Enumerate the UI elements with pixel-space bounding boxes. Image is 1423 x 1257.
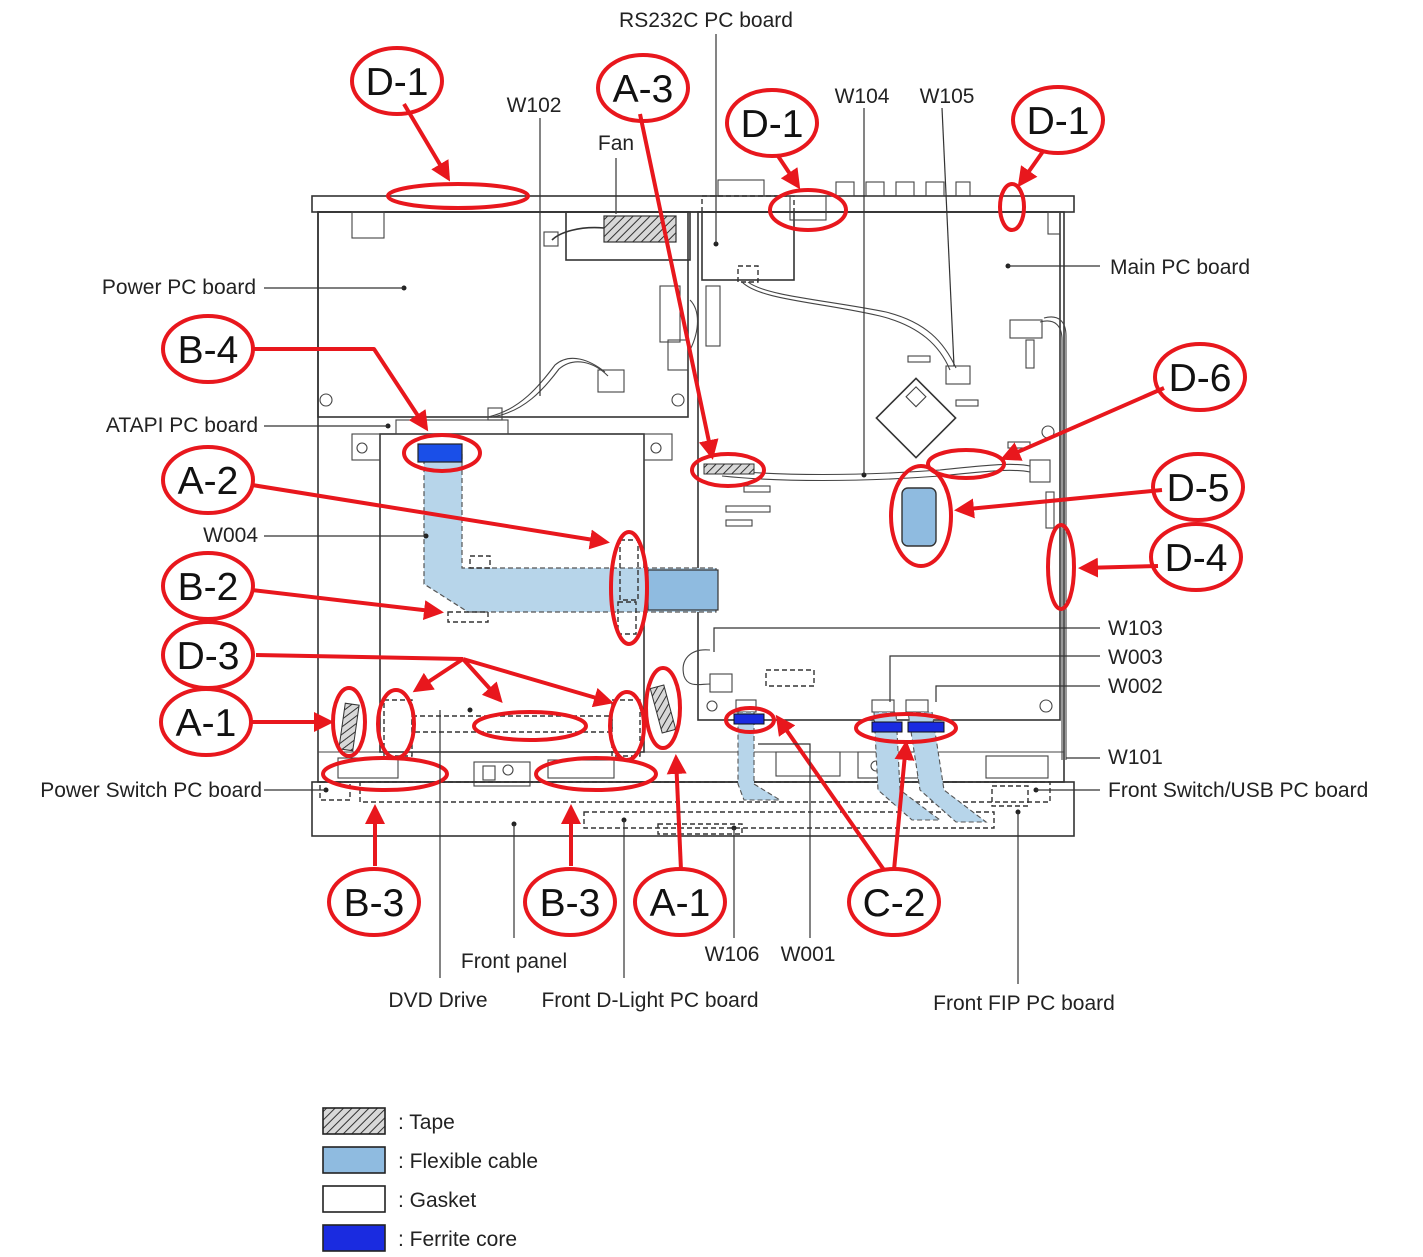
tag-d3: D-3 [161,620,255,690]
label-power-pc: Power PC board [102,276,256,299]
ring-d1-mid [768,188,848,232]
w002-ferrite [907,721,945,733]
svg-text:A-2: A-2 [178,460,239,503]
svg-text:D-1: D-1 [1027,100,1090,143]
svg-text:D-5: D-5 [1167,467,1230,510]
tag-d5: D-5 [1151,452,1245,522]
label-w001: W001 [781,943,836,966]
label-w102: W102 [507,94,562,117]
d5-flex-cable [901,487,937,547]
svg-text:: Flexible cable: : Flexible cable [398,1150,538,1173]
ring-b3-mid [534,756,658,792]
ring-b3-left [321,756,449,792]
ring-d1-left [386,182,530,210]
rs232c-pc-board [701,195,827,283]
w001-ferrite [733,713,765,725]
tag-d1-mid: D-1 [725,88,819,158]
label-w003: W003 [1108,646,1163,669]
ring-d3-c [608,690,646,762]
rear-panel [311,195,1075,213]
a1-tape-left [338,702,360,752]
legend-gasket: : Gasket [322,1185,476,1213]
svg-text:D-3: D-3 [177,635,240,678]
a1-tape-right [649,684,677,734]
text-labels: RS232C PC board W102 Fan W104 W105 Main … [40,9,1368,1015]
front-boards [319,711,1051,835]
label-dvd-drive: DVD Drive [388,989,487,1012]
svg-text:A-1: A-1 [176,702,237,745]
ring-d5 [889,464,953,568]
tag-a2: A-2 [161,445,255,515]
w003-ferrite [871,721,903,733]
tag-a3: A-3 [596,53,690,123]
w004-flex-cable [423,451,717,613]
svg-text:: Gasket: : Gasket [398,1189,476,1212]
svg-text:A-1: A-1 [650,882,711,925]
label-power-switch-pc: Power Switch PC board [40,779,262,802]
label-atapi-pc: ATAPI PC board [106,414,258,437]
callout-arrows [251,102,1165,872]
leader-lines [264,34,1100,984]
label-front-panel: Front panel [461,950,567,973]
tag-a1-bottom: A-1 [633,867,727,937]
tag-b3-left: B-3 [327,867,421,937]
label-rs232c: RS232C PC board [619,9,793,32]
label-w002: W002 [1108,675,1163,698]
tag-d6: D-6 [1153,342,1247,412]
label-fan: Fan [598,132,634,155]
svg-text:: Ferrite core: : Ferrite core [398,1228,517,1251]
svg-text:D-6: D-6 [1169,357,1232,400]
ring-d1-right [998,182,1026,232]
w001-flex-cable [737,711,782,801]
label-w004: W004 [203,524,258,547]
legend-flexible-cable: : Flexible cable [322,1146,538,1174]
svg-text:B-3: B-3 [344,882,405,925]
power-pc-board [317,211,689,421]
svg-text:: Tape: : Tape [398,1111,455,1134]
ring-a3 [690,452,766,488]
tag-b3-mid: B-3 [523,867,617,937]
label-main-pc: Main PC board [1110,256,1250,279]
tag-b2: B-2 [161,551,255,621]
svg-text:A-3: A-3 [613,68,674,111]
ring-b4 [402,433,482,473]
ring-d4 [1046,523,1076,611]
callout-ellipses [321,182,1076,792]
ring-d3-b [472,710,588,742]
label-front-switch-usb: Front Switch/USB PC board [1108,779,1368,802]
label-w104: W104 [835,85,890,108]
svg-text:D-1: D-1 [366,61,429,104]
ring-a1-right [644,666,682,750]
label-w101: W101 [1108,746,1163,769]
tag-d4: D-4 [1149,522,1243,592]
tag-a1-left: A-1 [159,687,253,757]
label-front-fip: Front FIP PC board [933,992,1115,1015]
legend-tape: : Tape [322,1107,455,1135]
svg-text:B-2: B-2 [178,566,239,609]
svg-text:C-2: C-2 [863,882,926,925]
w003-flex-cable [873,711,942,821]
main-tape-a3 [703,463,755,475]
label-w105: W105 [920,85,975,108]
callout-tags: D-1 A-3 D-1 D-1 B-4 D-6 A-2 D-5 [159,46,1247,937]
svg-text:D-1: D-1 [741,103,804,146]
label-w106: W106 [705,943,760,966]
ring-d6 [926,448,1006,480]
tag-d1-left: D-1 [350,46,444,116]
label-front-dlight: Front D-Light PC board [541,989,758,1012]
tag-d1-right: D-1 [1011,85,1105,155]
ring-a2 [609,530,649,646]
legend-ferrite-core: : Ferrite core [322,1224,517,1252]
legend: : Tape : Flexible cable : Gasket : Ferri… [322,1107,538,1252]
ring-c2-a [724,706,776,734]
label-w103: W103 [1108,617,1163,640]
svg-text:D-4: D-4 [1165,537,1228,580]
svg-text:B-3: B-3 [540,882,601,925]
atapi-dvd [338,419,719,757]
svg-text:B-4: B-4 [178,329,239,372]
tag-b4: B-4 [161,314,255,384]
tag-c2: C-2 [847,867,941,937]
